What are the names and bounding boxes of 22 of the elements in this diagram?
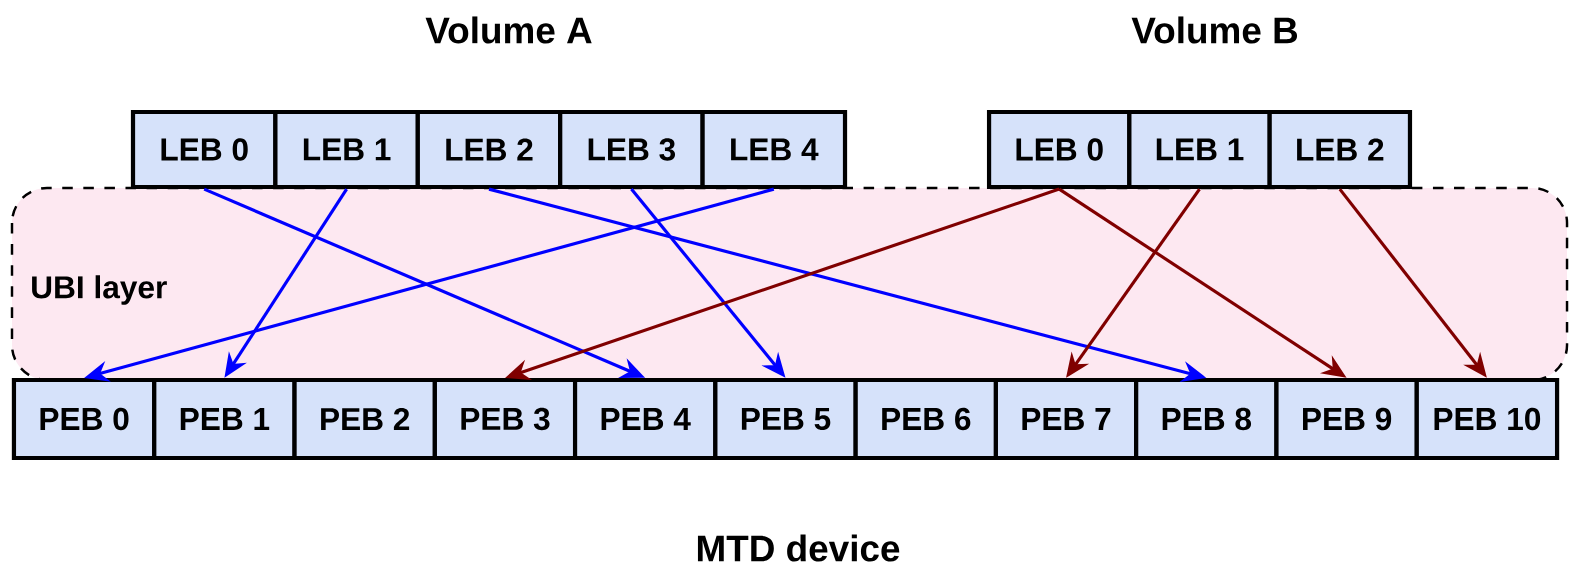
block-box: LEB 2: [415, 109, 563, 190]
block-box: PEB 2: [292, 377, 437, 461]
block-box: PEB 3: [432, 377, 578, 461]
block-box: LEB 4: [700, 109, 848, 190]
block-box: PEB 10: [1414, 377, 1560, 461]
heading: MTD device: [697, 534, 900, 562]
block-box: LEB 0: [130, 109, 278, 190]
heading: Volume B: [1131, 16, 1298, 44]
block-box: LEB 0: [986, 109, 1132, 190]
block-box: PEB 0: [11, 377, 157, 461]
heading: UBI layer: [32, 275, 167, 305]
block-box: PEB 1: [152, 377, 297, 461]
block-box: PEB 9: [1274, 377, 1419, 461]
block-box: PEB 8: [1134, 377, 1279, 461]
block-box: PEB 5: [713, 377, 858, 461]
block-box: LEB 1: [1127, 109, 1272, 190]
block-box: PEB 7: [993, 377, 1139, 461]
block-box: LEB 3: [558, 109, 705, 190]
block-box: LEB 1: [273, 109, 420, 190]
heading: Volume A: [425, 16, 592, 44]
block-box: PEB 4: [572, 377, 718, 461]
block-box: LEB 2: [1267, 109, 1413, 190]
